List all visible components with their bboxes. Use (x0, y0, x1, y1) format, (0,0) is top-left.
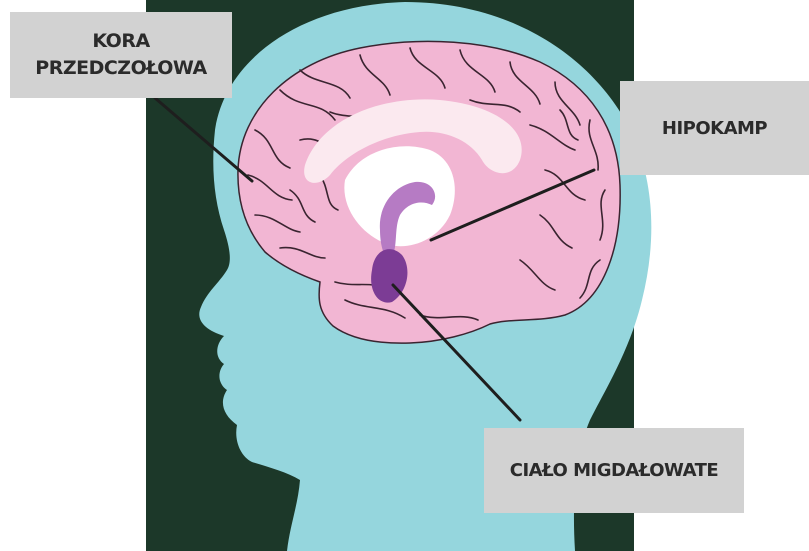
label-amygdala: CIAŁO MIGDAŁOWATE (484, 428, 744, 513)
label-prefrontal-cortex-line-2: PRZEDCZOŁOWA (35, 55, 206, 82)
label-amygdala-text: CIAŁO MIGDAŁOWATE (510, 460, 718, 481)
label-prefrontal-cortex: KORA PRZEDCZOŁOWA (10, 12, 232, 98)
label-hippocampus-text: HIPOKAMP (662, 118, 767, 139)
label-hippocampus: HIPOKAMP (620, 81, 809, 175)
label-prefrontal-cortex-line-1: KORA (92, 28, 149, 55)
